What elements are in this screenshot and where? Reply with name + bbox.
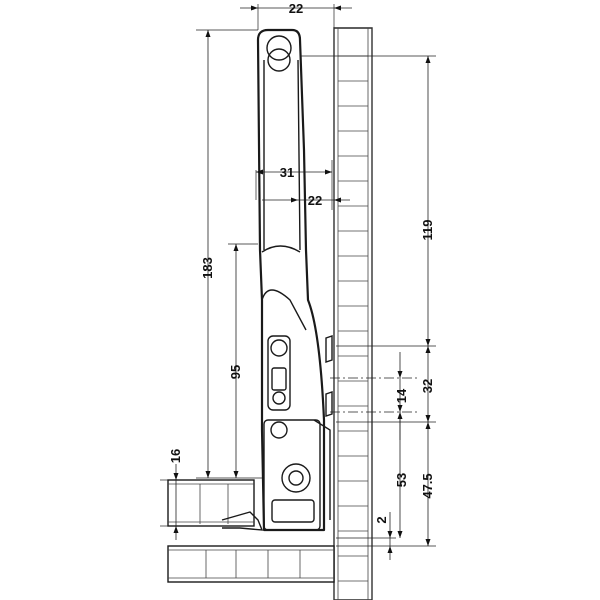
extension-lines <box>160 4 436 547</box>
dim-bottom-53: 53 <box>394 473 409 487</box>
dim-spacing-32: 32 <box>420 379 435 393</box>
dim-top-width: 22 <box>289 1 303 16</box>
cabinet-side-wall <box>333 27 373 600</box>
dim-lower-height: 95 <box>228 365 243 379</box>
dimension-lines <box>173 5 431 560</box>
dimension-labels: 22 31 22 183 119 95 32 14 53 47.5 2 16 <box>168 1 435 524</box>
dim-upper-height: 119 <box>420 220 435 241</box>
dim-panel-16: 16 <box>168 449 183 463</box>
dim-spacing-14: 14 <box>394 388 409 403</box>
drawer-side-profile <box>221 28 333 532</box>
dim-arm-offset: 22 <box>308 193 322 208</box>
center-lines <box>330 377 420 413</box>
drawer-front-panel <box>167 479 255 527</box>
dim-arm-width: 31 <box>280 165 294 180</box>
dim-bottom-47-5: 47.5 <box>420 473 435 498</box>
dim-overall-height: 183 <box>200 257 215 279</box>
drawer-bottom-panel <box>167 545 335 583</box>
dim-bottom-2: 2 <box>374 516 389 523</box>
